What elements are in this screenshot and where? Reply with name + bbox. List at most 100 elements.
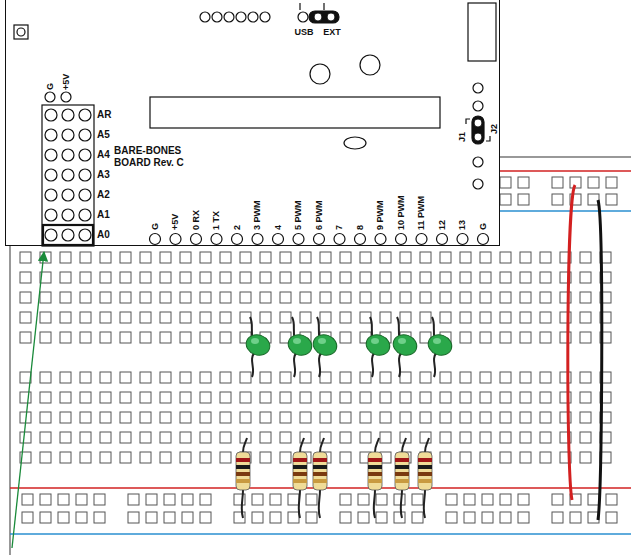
resistor-lead bbox=[401, 490, 402, 518]
breadboard-hole bbox=[220, 252, 231, 263]
pin-label: 7 bbox=[335, 225, 344, 230]
header-pin bbox=[62, 129, 74, 141]
rail-hole bbox=[22, 494, 33, 505]
breadboard-hole bbox=[60, 272, 71, 283]
breadboard-hole bbox=[520, 332, 531, 343]
breadboard-hole bbox=[40, 392, 51, 403]
breadboard-hole bbox=[480, 332, 491, 343]
breadboard-hole bbox=[400, 392, 411, 403]
rail-hole bbox=[482, 494, 493, 505]
rail-hole bbox=[200, 494, 211, 505]
breadboard-hole bbox=[320, 392, 331, 403]
rail-hole bbox=[94, 512, 105, 523]
pin-label: 8 bbox=[356, 225, 365, 230]
header-pin bbox=[79, 189, 91, 201]
breadboard-hole bbox=[180, 432, 191, 443]
chip bbox=[150, 97, 440, 128]
header-pin bbox=[293, 234, 304, 245]
pin-label: 10 PWM bbox=[397, 195, 406, 230]
header-pin bbox=[375, 234, 386, 245]
rail-hole bbox=[464, 494, 475, 505]
breadboard-hole bbox=[340, 432, 351, 443]
header-pin bbox=[334, 234, 345, 245]
breadboard-hole bbox=[280, 412, 291, 423]
breadboard-hole bbox=[180, 272, 191, 283]
rail-hole bbox=[58, 512, 69, 523]
breadboard-hole bbox=[100, 412, 111, 423]
breadboard-hole bbox=[460, 292, 471, 303]
breadboard-hole bbox=[100, 392, 111, 403]
breadboard-hole bbox=[260, 312, 271, 323]
breadboard-hole bbox=[340, 332, 351, 343]
regulator bbox=[468, 3, 496, 61]
led-leg bbox=[294, 352, 297, 377]
rail-hole bbox=[252, 512, 263, 523]
breadboard-hole bbox=[160, 252, 171, 263]
resistor-band bbox=[395, 472, 409, 476]
breadboard-hole bbox=[420, 372, 431, 383]
breadboard-hole bbox=[240, 272, 251, 283]
breadboard-hole bbox=[40, 252, 51, 263]
rail-hole bbox=[270, 512, 281, 523]
breadboard-hole bbox=[360, 432, 371, 443]
breadboard-hole bbox=[100, 432, 111, 443]
breadboard-hole bbox=[280, 272, 291, 283]
breadboard-hole bbox=[40, 452, 51, 463]
breadboard-hole bbox=[500, 272, 511, 283]
breadboard-hole bbox=[80, 452, 91, 463]
breadboard-hole bbox=[400, 312, 411, 323]
header-pin bbox=[61, 92, 71, 102]
breadboard-hole bbox=[380, 292, 391, 303]
resistor-band bbox=[368, 479, 382, 483]
pin-label: 4 bbox=[274, 225, 283, 230]
resistor-symbol bbox=[395, 452, 409, 490]
breadboard-hole bbox=[20, 292, 31, 303]
header-pin bbox=[212, 12, 222, 22]
capacitor bbox=[310, 64, 330, 84]
breadboard-hole bbox=[500, 412, 511, 423]
breadboard-hole bbox=[480, 312, 491, 323]
breadboard-hole bbox=[540, 452, 551, 463]
rail-hole bbox=[340, 512, 351, 523]
breadboard-hole bbox=[120, 252, 131, 263]
breadboard-hole bbox=[80, 272, 91, 283]
rail-hole bbox=[146, 494, 157, 505]
breadboard-hole bbox=[440, 252, 451, 263]
jumper-pin bbox=[314, 13, 322, 21]
resistor-lead bbox=[299, 490, 300, 518]
breadboard-hole bbox=[120, 292, 131, 303]
header-pin bbox=[224, 12, 234, 22]
header-pin bbox=[79, 109, 91, 121]
rail-hole bbox=[358, 494, 369, 505]
rail-hole bbox=[588, 177, 599, 188]
rail-hole bbox=[270, 494, 281, 505]
breadboard-hole bbox=[40, 332, 51, 343]
pin-label: 12 bbox=[438, 220, 447, 230]
a0-highlight bbox=[43, 225, 93, 245]
header-pin bbox=[62, 209, 74, 221]
rail-hole bbox=[412, 494, 423, 505]
breadboard-hole bbox=[500, 452, 511, 463]
breadboard-hole bbox=[460, 412, 471, 423]
rail-hole bbox=[552, 512, 563, 523]
rail-hole bbox=[552, 194, 563, 205]
breadboard-hole bbox=[200, 252, 211, 263]
black-jumper-wire bbox=[598, 200, 602, 520]
rail-hole bbox=[394, 494, 405, 505]
breadboard-hole bbox=[500, 392, 511, 403]
breadboard-hole bbox=[180, 252, 191, 263]
jumper-mark bbox=[323, 3, 324, 10]
resistor-band bbox=[293, 465, 307, 469]
header-label: A3 bbox=[97, 170, 110, 180]
rail-hole bbox=[500, 512, 511, 523]
breadboard-hole bbox=[300, 432, 311, 443]
breadboard-hole bbox=[60, 392, 71, 403]
breadboard-hole bbox=[320, 292, 331, 303]
breadboard-hole bbox=[500, 252, 511, 263]
breadboard-hole bbox=[200, 292, 211, 303]
header-pin bbox=[200, 12, 210, 22]
breadboard-hole bbox=[160, 272, 171, 283]
breadboard-hole bbox=[480, 452, 491, 463]
